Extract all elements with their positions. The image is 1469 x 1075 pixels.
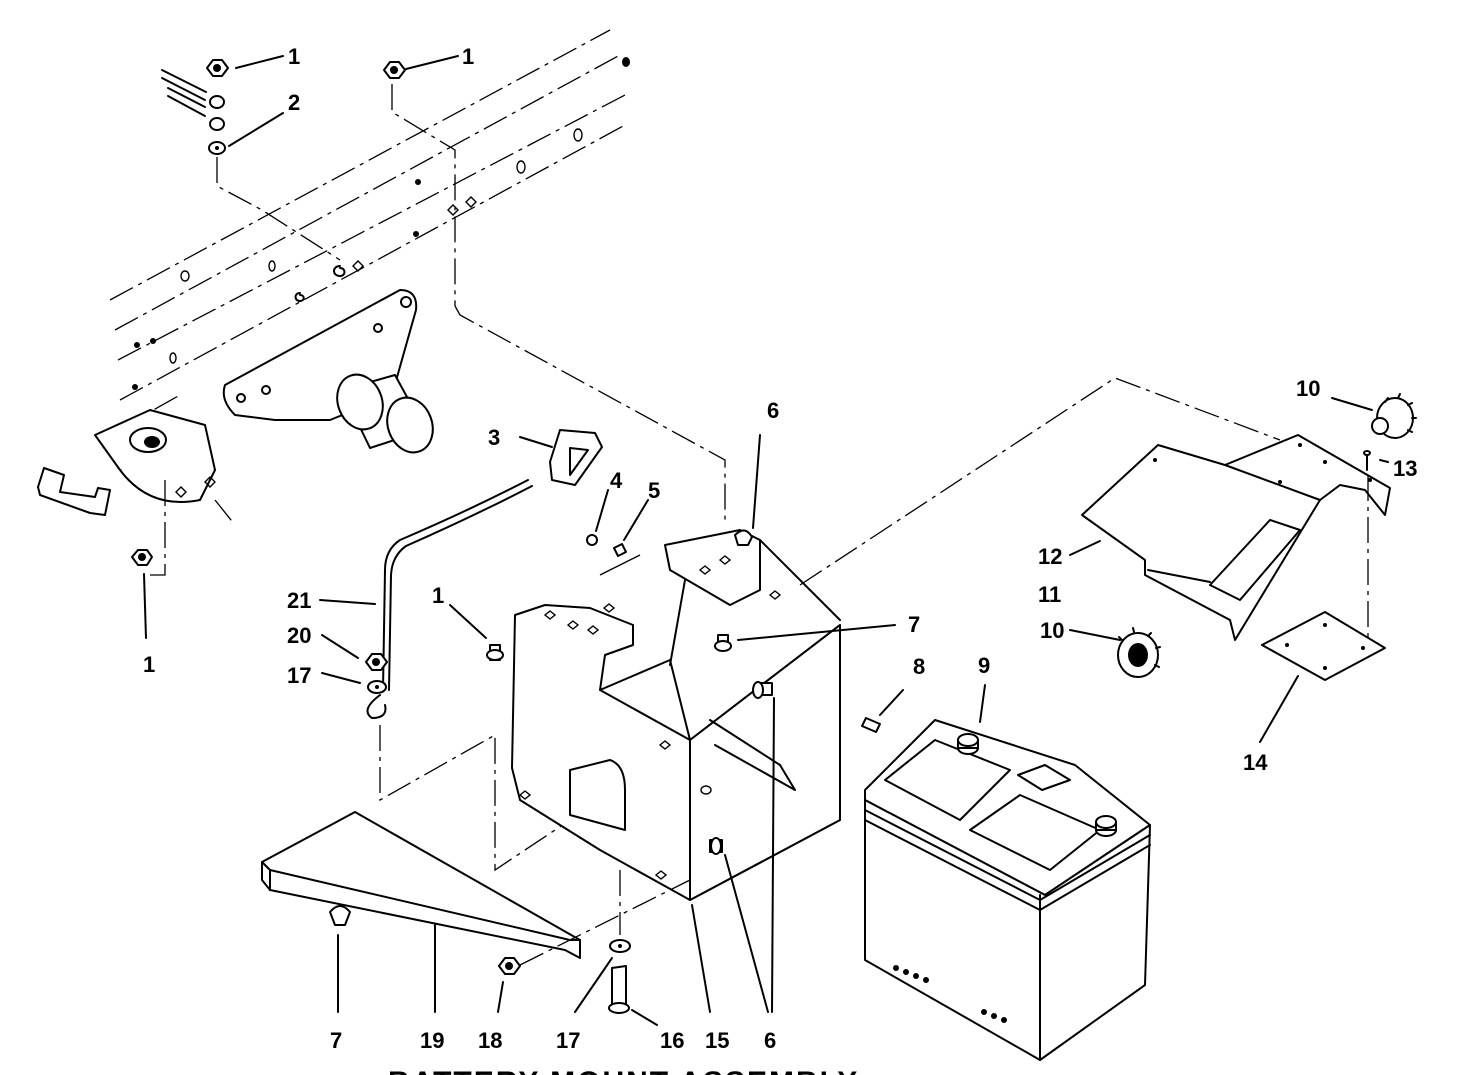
callout-20: 20 xyxy=(287,623,311,648)
callout-4: 4 xyxy=(610,468,623,493)
callout-7a: 7 xyxy=(908,612,920,637)
callout-19: 19 xyxy=(420,1028,444,1053)
callout-21: 21 xyxy=(287,588,311,613)
figure-title: BATTERY MOUNT ASSEMBLY xyxy=(388,1066,859,1075)
callout-10b: 10 xyxy=(1040,618,1064,643)
callout-7b: 7 xyxy=(330,1028,342,1053)
nut-lower-left xyxy=(131,549,153,639)
callout-18: 18 xyxy=(478,1028,502,1053)
callout-17b: 17 xyxy=(556,1028,580,1053)
cable-clamp xyxy=(519,429,649,576)
callout-1d: 1 xyxy=(432,583,444,608)
callout-9: 9 xyxy=(978,653,990,678)
callout-6b: 6 xyxy=(764,1028,776,1053)
callout-12: 12 xyxy=(1038,544,1062,569)
callout-3: 3 xyxy=(488,425,500,450)
battery-cover xyxy=(1069,434,1391,641)
callout-15: 15 xyxy=(705,1028,729,1053)
battery-vent-caps xyxy=(893,965,1007,1023)
cover-plate xyxy=(1259,611,1386,743)
frame-rail xyxy=(109,29,1281,586)
callout-16: 16 xyxy=(660,1028,684,1053)
callout-5: 5 xyxy=(648,478,660,503)
callout-1a: 1 xyxy=(288,44,300,69)
battery-cables-top xyxy=(161,55,459,155)
callout-1b: 1 xyxy=(462,44,474,69)
battery xyxy=(864,684,1151,1061)
callout-13: 13 xyxy=(1393,456,1417,481)
mounting-bracket xyxy=(37,289,434,576)
support-bracket xyxy=(261,811,691,1013)
callout-14: 14 xyxy=(1243,750,1268,775)
callout-labels: 1 1 2 1 3 4 5 6 7 8 9 21 1 20 17 10 13 1… xyxy=(143,44,1417,1053)
callout-8: 8 xyxy=(913,654,925,679)
callout-11: 11 xyxy=(1038,582,1061,607)
ground-cable xyxy=(319,479,571,872)
box-fasteners xyxy=(449,434,904,1013)
callout-2: 2 xyxy=(288,90,300,115)
callout-10a: 10 xyxy=(1296,376,1320,401)
screw-13 xyxy=(1363,450,1389,471)
callout-1c: 1 xyxy=(143,652,155,677)
callout-17a: 17 xyxy=(287,663,311,688)
washer-and-bolt-lower xyxy=(574,870,658,1026)
knob-upper xyxy=(1331,393,1417,439)
battery-box xyxy=(511,529,841,1013)
knob-lower xyxy=(1069,627,1161,678)
callout-6a: 6 xyxy=(767,398,779,423)
